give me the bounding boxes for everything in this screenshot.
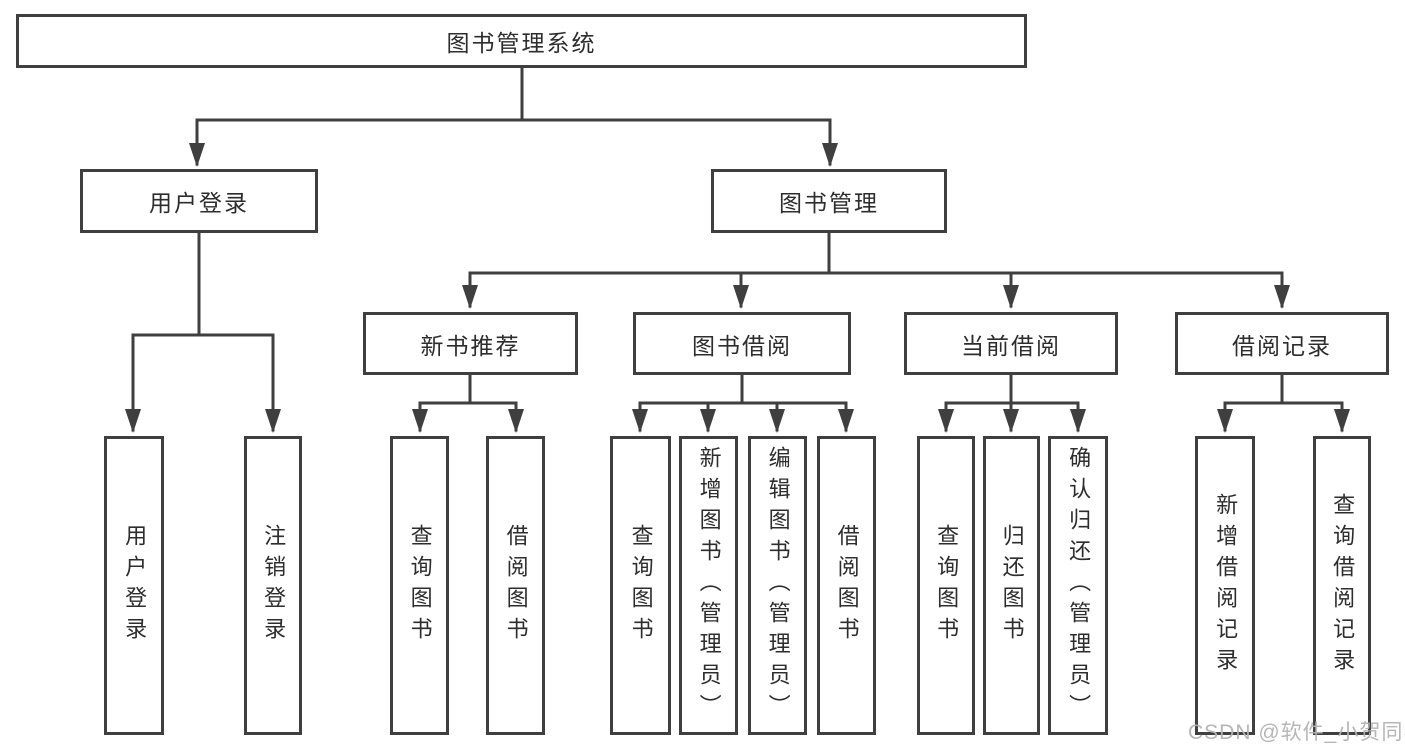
- leaf-borrow-books-label: 借阅图书: [503, 523, 529, 648]
- node-new-book-recommendation-label: 新书推荐: [420, 332, 521, 359]
- leaf-return-books-label: 归还图书: [999, 523, 1025, 648]
- node-book-management: 图书管理: [711, 169, 947, 233]
- node-book-borrowing: 图书借阅: [633, 312, 851, 375]
- leaf-query-books: 查询图书: [390, 436, 449, 735]
- leaf-query-books-2: 查询图书: [610, 436, 671, 735]
- node-borrowing-records-label: 借阅记录: [1232, 332, 1332, 359]
- leaf-user-login: 用户登录: [104, 436, 164, 735]
- leaf-add-borrow-record-label: 新增借阅记录: [1213, 492, 1239, 679]
- node-library-management-system-label: 图书管理系统: [446, 30, 597, 56]
- leaf-query-books-2-label: 查询图书: [628, 523, 654, 648]
- leaf-add-books-admin-label: 新增图书（管理员）: [696, 446, 722, 725]
- leaf-borrow-books-2: 借阅图书: [817, 436, 876, 735]
- leaf-add-books-admin: 新增图书（管理员）: [679, 436, 738, 735]
- leaf-query-borrow-record-label: 查询借阅记录: [1330, 492, 1356, 679]
- leaf-return-books: 归还图书: [983, 436, 1040, 735]
- node-book-borrowing-label: 图书借阅: [692, 332, 792, 359]
- leaf-add-borrow-record: 新增借阅记录: [1195, 436, 1255, 735]
- leaf-edit-books-admin: 编辑图书（管理员）: [748, 436, 807, 735]
- node-user-login-label: 用户登录: [149, 190, 249, 216]
- leaf-query-books-3: 查询图书: [917, 436, 975, 735]
- leaf-query-books-label: 查询图书: [407, 523, 433, 648]
- leaf-logout-label: 注销登录: [261, 523, 287, 648]
- node-new-book-recommendation: 新书推荐: [363, 312, 578, 375]
- leaf-edit-books-admin-label: 编辑图书（管理员）: [765, 446, 791, 725]
- leaf-user-login-label: 用户登录: [122, 523, 148, 648]
- leaf-confirm-return-admin-label: 确认归还（管理员）: [1066, 446, 1092, 725]
- node-borrowing-records: 借阅记录: [1175, 312, 1389, 375]
- node-book-management-label: 图书管理: [779, 190, 879, 216]
- leaf-borrow-books-2-label: 借阅图书: [834, 523, 860, 648]
- watermark: CSDN @软件_小贺同学: [1188, 721, 1405, 744]
- leaf-logout: 注销登录: [244, 436, 302, 735]
- node-user-login: 用户登录: [80, 169, 318, 233]
- node-library-management-system: 图书管理系统: [16, 14, 1027, 68]
- leaf-confirm-return-admin: 确认归还（管理员）: [1048, 436, 1108, 735]
- node-current-borrowing: 当前借阅: [904, 312, 1118, 375]
- leaf-query-borrow-record: 查询借阅记录: [1313, 436, 1371, 735]
- node-current-borrowing-label: 当前借阅: [961, 332, 1061, 359]
- leaf-query-books-3-label: 查询图书: [934, 523, 960, 648]
- leaf-borrow-books: 借阅图书: [486, 436, 545, 735]
